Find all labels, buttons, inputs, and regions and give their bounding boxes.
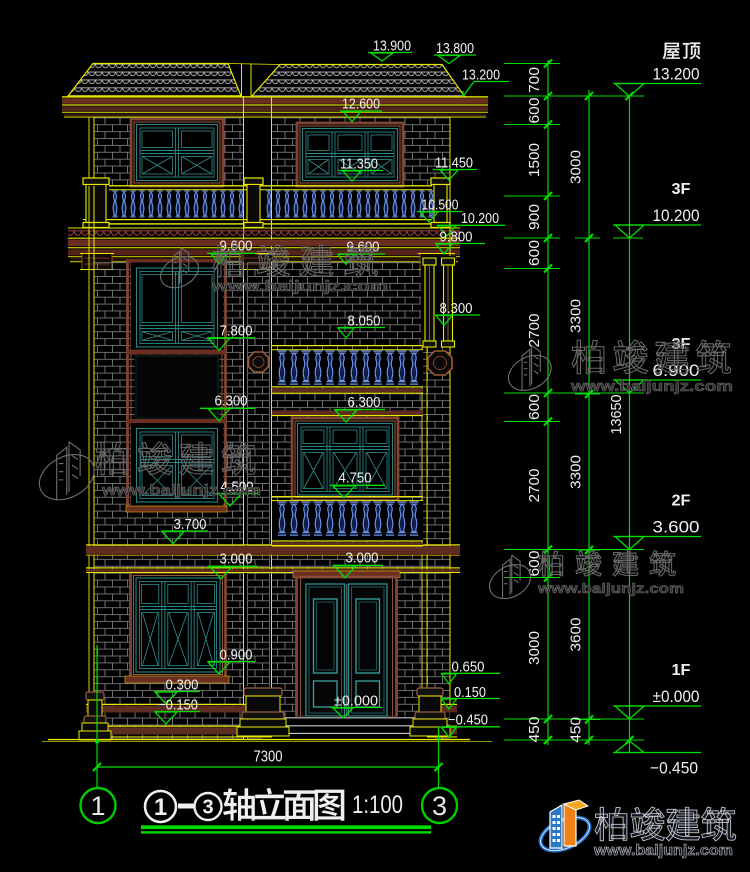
svg-text:13.200: 13.200 — [462, 68, 500, 84]
svg-text:0.300: 0.300 — [166, 678, 199, 694]
svg-text:9.800: 9.800 — [440, 230, 473, 246]
svg-text:2F: 2F — [672, 493, 691, 510]
svg-text:3300: 3300 — [568, 299, 585, 333]
svg-text:±0.000: ±0.000 — [653, 687, 700, 706]
svg-text:±0.000: ±0.000 — [334, 694, 378, 710]
svg-text:6.300: 6.300 — [348, 395, 381, 411]
svg-text:4.500: 4.500 — [221, 480, 254, 496]
svg-text:3000: 3000 — [568, 150, 585, 184]
svg-text:13.200: 13.200 — [653, 65, 700, 84]
svg-text:600: 600 — [526, 394, 543, 420]
svg-text:7.800: 7.800 — [220, 324, 253, 340]
svg-text:1: 1 — [90, 791, 105, 821]
svg-text:900: 900 — [526, 204, 543, 230]
svg-text:2700: 2700 — [526, 314, 543, 348]
svg-text:3: 3 — [432, 791, 447, 821]
svg-text:3.700: 3.700 — [174, 517, 207, 533]
svg-text:11.350: 11.350 — [340, 157, 378, 173]
svg-text:13.900: 13.900 — [373, 39, 411, 55]
svg-text:8.300: 8.300 — [440, 301, 473, 317]
svg-text:9.600: 9.600 — [220, 239, 253, 255]
svg-text:13.800: 13.800 — [436, 41, 474, 57]
svg-text:−0.450: −0.450 — [650, 759, 698, 778]
svg-text:3: 3 — [202, 797, 213, 819]
svg-text:600: 600 — [526, 98, 543, 124]
svg-text:www.baijunjz.com: www.baijunjz.com — [570, 378, 733, 395]
svg-text:11.450: 11.450 — [435, 156, 473, 172]
svg-text:www.baijunjz.com: www.baijunjz.com — [537, 580, 684, 596]
svg-text:450: 450 — [526, 717, 543, 743]
svg-text:450: 450 — [568, 717, 585, 743]
svg-text:3300: 3300 — [568, 455, 585, 489]
svg-text:600: 600 — [526, 240, 543, 266]
svg-text:1:100: 1:100 — [352, 791, 403, 819]
svg-text:10.500: 10.500 — [422, 198, 459, 214]
svg-text:www.baijunjz.com: www.baijunjz.com — [593, 843, 733, 859]
svg-text:0.650: 0.650 — [452, 660, 485, 676]
svg-text:10.200: 10.200 — [653, 206, 700, 225]
svg-text:10.200: 10.200 — [461, 211, 499, 227]
svg-text:700: 700 — [526, 67, 543, 93]
svg-text:3.000: 3.000 — [220, 552, 253, 568]
svg-text:6.300: 6.300 — [215, 394, 248, 410]
svg-text:www.baijunjz.com: www.baijunjz.com — [101, 482, 261, 499]
svg-text:1500: 1500 — [526, 143, 543, 177]
svg-text:8.050: 8.050 — [348, 314, 381, 330]
svg-text:−0.150: −0.150 — [158, 698, 198, 714]
svg-text:1: 1 — [154, 794, 167, 821]
svg-text:www.baijunjz.com: www.baijunjz.com — [211, 278, 388, 295]
svg-text:3F: 3F — [672, 181, 691, 198]
svg-text:3.600: 3.600 — [653, 518, 700, 537]
svg-text:12.600: 12.600 — [342, 97, 380, 113]
svg-text:3600: 3600 — [568, 618, 585, 652]
svg-text:1F: 1F — [672, 662, 691, 679]
svg-text:3.000: 3.000 — [346, 551, 379, 567]
svg-text:13650: 13650 — [608, 395, 625, 435]
svg-text:4.750: 4.750 — [339, 471, 372, 487]
svg-text:7300: 7300 — [254, 749, 283, 766]
svg-text:−0.450: −0.450 — [448, 713, 488, 729]
svg-text:3000: 3000 — [526, 631, 543, 665]
svg-text:2700: 2700 — [526, 469, 543, 503]
svg-text:0.900: 0.900 — [220, 648, 253, 664]
svg-text:0.150: 0.150 — [454, 685, 486, 701]
